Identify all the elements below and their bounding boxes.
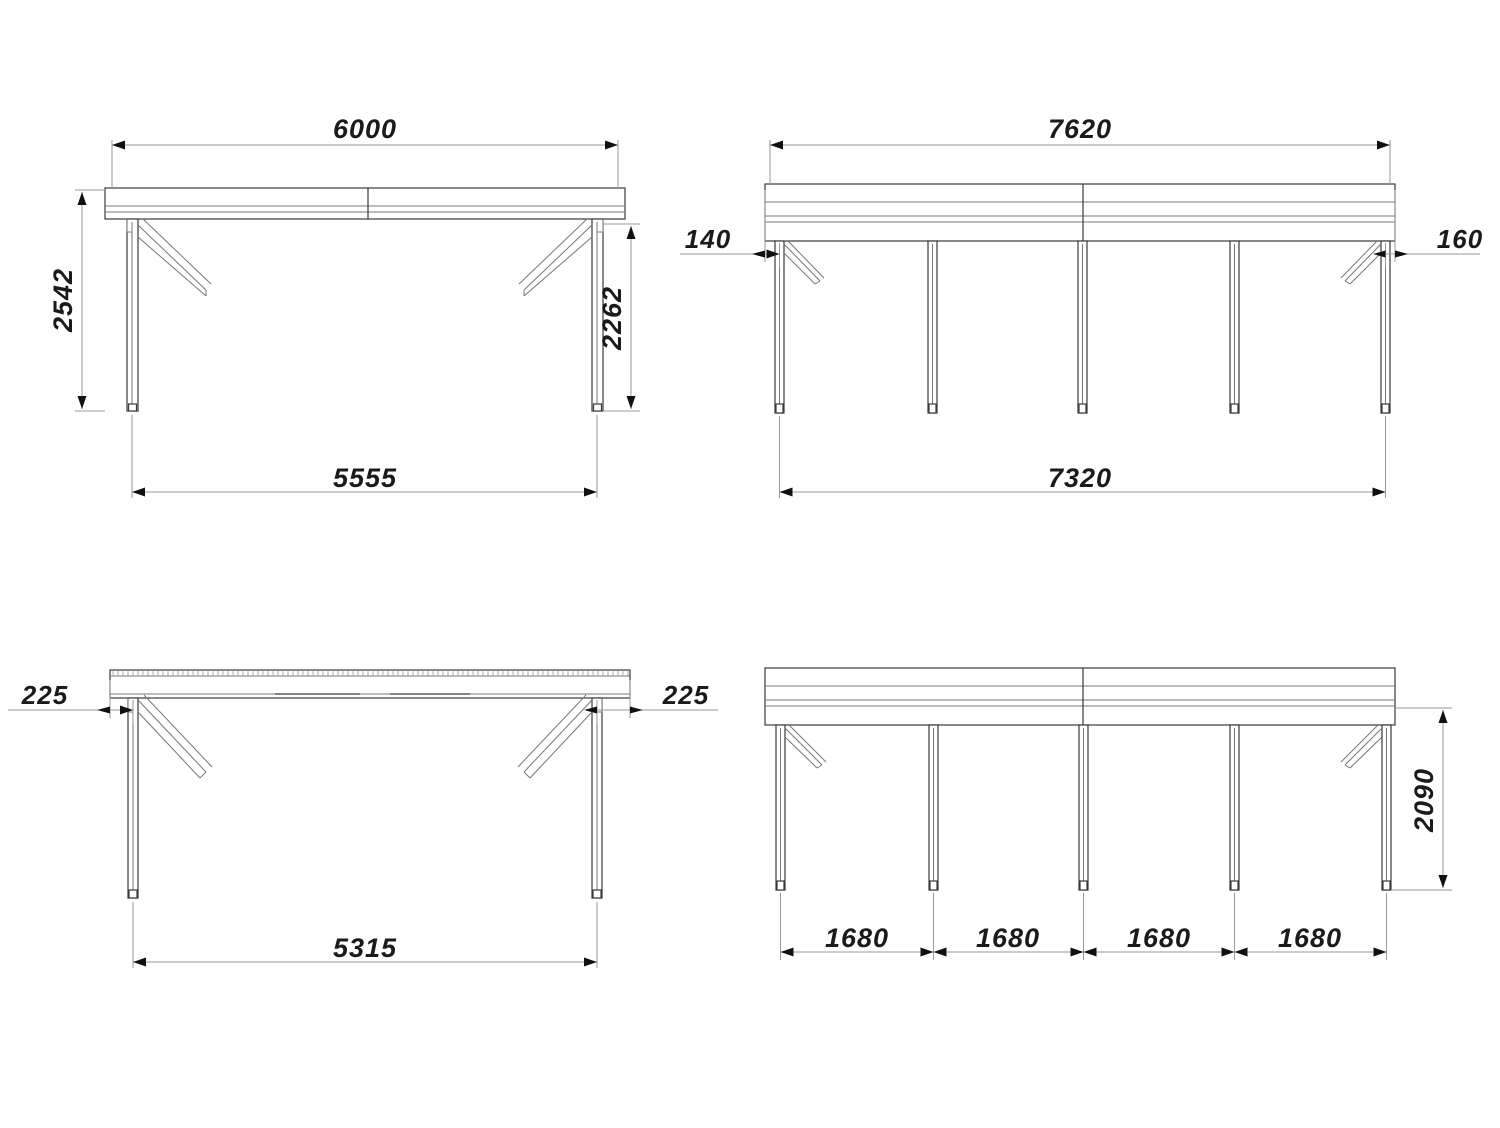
dimension-7620: 7620 bbox=[769, 114, 1391, 184]
column-2-v2 bbox=[927, 240, 938, 414]
dimension-2542: 2542 bbox=[48, 189, 105, 412]
brace-left-v2 bbox=[783, 240, 825, 285]
dim-label-5555: 5555 bbox=[333, 463, 397, 493]
column-left-v3 bbox=[127, 697, 139, 899]
column-1-v4 bbox=[775, 724, 786, 891]
dim-label-1680-4: 1680 bbox=[1278, 923, 1342, 953]
column-4-v4 bbox=[1229, 724, 1240, 891]
dim-label-5315: 5315 bbox=[333, 933, 397, 963]
brace-right-v1 bbox=[518, 218, 593, 297]
dim-label-1680-2: 1680 bbox=[976, 923, 1040, 953]
dim-label-6000: 6000 bbox=[333, 114, 397, 144]
roof-beam-v1 bbox=[104, 187, 626, 220]
brace-left-v3 bbox=[137, 694, 213, 779]
brace-right-v3 bbox=[517, 694, 593, 779]
dim-label-2262: 2262 bbox=[597, 286, 627, 351]
dimension-225-left: 225 bbox=[8, 680, 134, 724]
dim-label-7620: 7620 bbox=[1048, 114, 1112, 144]
dim-label-2542: 2542 bbox=[48, 268, 78, 333]
column-right-v1 bbox=[591, 218, 604, 412]
dimension-7320: 7320 bbox=[779, 416, 1386, 498]
brace-left-v1 bbox=[137, 218, 212, 297]
view-top-right: 7620 140 160 7320 bbox=[680, 114, 1483, 498]
dim-label-225-left: 225 bbox=[21, 680, 68, 710]
column-3-v4 bbox=[1078, 724, 1089, 891]
dim-label-2090: 2090 bbox=[1409, 768, 1439, 833]
dimension-2262: 2262 bbox=[597, 223, 640, 412]
dim-label-160: 160 bbox=[1437, 224, 1483, 254]
column-5-v2 bbox=[1380, 240, 1391, 414]
view-bottom-right: 2090 1680 1680 1680 1680 bbox=[764, 667, 1452, 960]
column-3-v2 bbox=[1077, 240, 1088, 414]
dimension-5315: 5315 bbox=[132, 902, 598, 968]
dimension-225-right: 225 bbox=[584, 680, 718, 724]
dimension-160: 160 bbox=[1373, 190, 1483, 268]
brace-right-v4 bbox=[1340, 724, 1383, 769]
dim-label-7320: 7320 bbox=[1048, 463, 1112, 493]
roof-beam-v2 bbox=[764, 183, 1396, 242]
dimension-2090: 2090 bbox=[1391, 707, 1452, 891]
dimension-140: 140 bbox=[680, 190, 780, 268]
brace-left-v4 bbox=[784, 724, 827, 769]
dim-label-1680-3: 1680 bbox=[1127, 923, 1191, 953]
view-top-left: 6000 2542 2262 5555 bbox=[48, 114, 640, 498]
dim-label-225-right: 225 bbox=[662, 680, 709, 710]
dimension-5555: 5555 bbox=[131, 415, 598, 498]
dimension-6000: 6000 bbox=[111, 114, 619, 188]
roof-beam-v4 bbox=[764, 667, 1396, 726]
view-bottom-left: 225 225 5315 bbox=[8, 669, 718, 968]
column-4-v2 bbox=[1229, 240, 1240, 414]
column-5-v4 bbox=[1381, 724, 1392, 891]
dim-label-140: 140 bbox=[685, 224, 731, 254]
dim-label-1680-1: 1680 bbox=[825, 923, 889, 953]
roof-panel-v3 bbox=[109, 669, 631, 699]
column-left-v1 bbox=[126, 218, 139, 412]
column-2-v4 bbox=[928, 724, 939, 891]
dimension-chain-1680: 1680 1680 1680 1680 bbox=[780, 893, 1387, 960]
column-right-v3 bbox=[591, 697, 603, 899]
brace-right-v2 bbox=[1340, 240, 1382, 285]
column-1-v2 bbox=[774, 240, 785, 414]
